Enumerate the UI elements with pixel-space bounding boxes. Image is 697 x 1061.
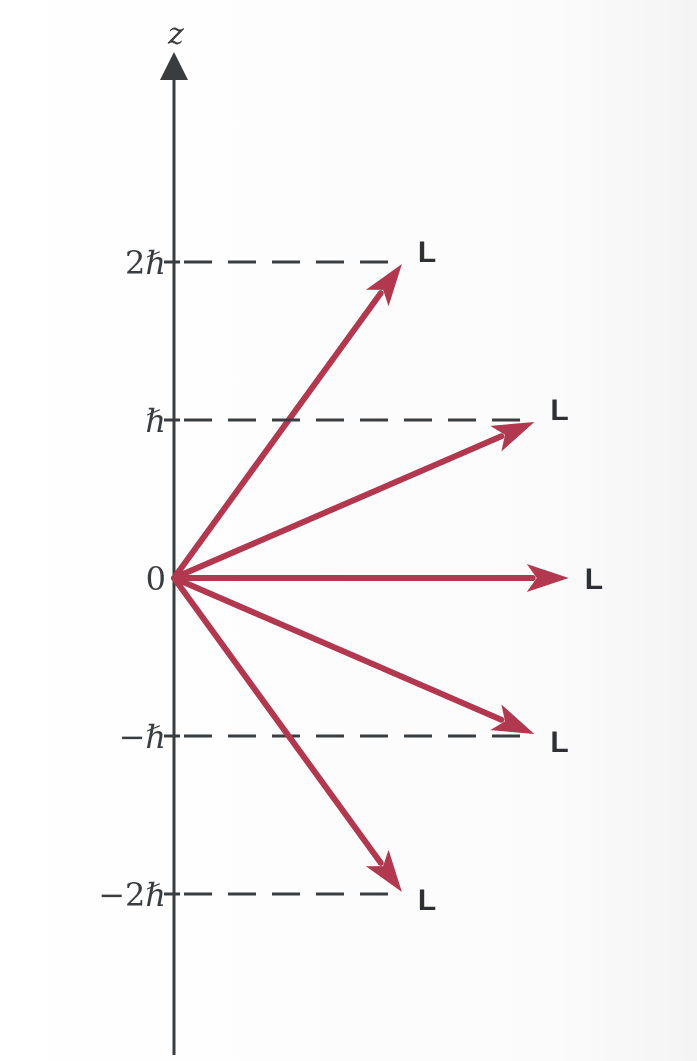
l-vector-arrowhead xyxy=(365,849,402,892)
level-m-2: 2ℏ L xyxy=(125,236,436,581)
level-label: 2ℏ xyxy=(125,244,166,282)
z-axis-label: z xyxy=(167,17,184,52)
l-vector-label: L xyxy=(418,236,436,269)
level-label: ℏ xyxy=(145,402,166,440)
l-vector-arrowhead xyxy=(490,422,535,452)
l-vector-arrowhead xyxy=(490,704,535,734)
l-vector-line xyxy=(171,433,505,581)
z-axis-arrowhead xyxy=(160,52,188,80)
l-vector-line xyxy=(171,575,384,866)
l-vector-label: L xyxy=(418,884,436,917)
level-m-0: 0 L xyxy=(146,560,603,598)
level-label: −2ℏ xyxy=(98,876,166,914)
levels-layer: 2ℏ L ℏ L 0 L xyxy=(98,236,603,917)
l-vector-line xyxy=(171,290,384,581)
level-m-minus-1: −ℏ L xyxy=(119,575,569,759)
l-vector-label: L xyxy=(550,726,568,759)
l-vector-label: L xyxy=(550,394,568,427)
l-vector-line xyxy=(171,575,505,723)
level-m-1: ℏ L xyxy=(145,394,569,581)
l-vector-arrowhead xyxy=(526,564,569,592)
level-label: −ℏ xyxy=(119,718,166,756)
l-vector-arrowhead xyxy=(365,264,402,307)
level-m-minus-2: −2ℏ L xyxy=(98,575,436,917)
l-vector-label: L xyxy=(585,563,603,596)
level-label: 0 xyxy=(146,560,166,598)
